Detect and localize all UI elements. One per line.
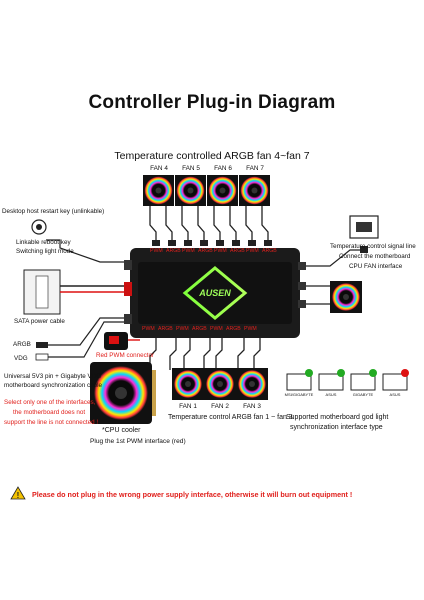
brand-label: MSI/GIGABYTE <box>284 392 314 397</box>
argb-label: ARGB <box>13 341 31 348</box>
port-label: ARGB <box>198 248 213 254</box>
controller-hub: AUSEN <box>124 248 306 338</box>
svg-text:!: ! <box>17 491 20 500</box>
diagram-title: Controller Plug-in Diagram <box>88 92 336 113</box>
port-label: ARGB <box>166 248 181 254</box>
vdg-label: VDG <box>14 355 28 362</box>
brand-label: GIGABYTE <box>352 392 374 397</box>
port-label: PWM <box>150 248 163 254</box>
restart-key-label: Desktop host restart key (unlinkable) <box>2 208 105 215</box>
temp-line-label: Temperature control signal line <box>330 243 416 250</box>
argb-vdg-plugs <box>35 317 128 361</box>
port-label: ARGB <box>192 326 207 332</box>
port-label: PWM <box>214 248 227 254</box>
port-label: PWM <box>210 326 223 332</box>
light-mode-label: Switching light mode <box>16 248 74 255</box>
cpu-cooler-icon <box>90 362 156 424</box>
top-fans-heading: Temperature controlled ARGB fan 4~fan 7 <box>114 150 310 162</box>
interface-warning-2: the motherboard does not <box>13 409 86 416</box>
pwm-connector-label: Red PWM connector <box>96 352 155 359</box>
port-label: PWM <box>176 326 189 332</box>
sata-connector-icon <box>23 269 128 315</box>
top-fan-plugs <box>152 240 272 246</box>
restart-key-icon <box>31 219 47 235</box>
fan-label: FAN 6 <box>214 165 232 172</box>
port-label: PWM <box>182 248 195 254</box>
sync-cable-label-1: Universal 5V3 pin + Gigabyte VDG <box>4 373 102 380</box>
temp-sensor-icon <box>349 215 379 239</box>
interface-warning-1: Select only one of the interfaces, <box>4 399 96 406</box>
port-label: ARGB <box>158 326 173 332</box>
reboot-key-label: Linkable reboot key <box>16 239 71 246</box>
red-pwm-connector-icon <box>104 332 140 350</box>
top-fan-cables <box>149 206 269 245</box>
bottom-fan-cables <box>149 338 261 370</box>
fan-label: FAN 3 <box>243 403 261 410</box>
fan-label: FAN 5 <box>182 165 200 172</box>
interface-warning-3: support the line is not connected ! <box>4 419 99 426</box>
cpu-cooler-label: *CPU cooler <box>102 427 141 434</box>
first-pwm-label: Plug the 1st PWM interface (red) <box>90 438 186 445</box>
cpu-fan-icon <box>330 281 362 313</box>
port-label: ARGB <box>230 248 245 254</box>
fan-label: FAN 2 <box>211 403 229 410</box>
fan-label: FAN 7 <box>246 165 264 172</box>
fan-5-icon <box>175 175 206 206</box>
port-label: PWM <box>142 326 155 332</box>
supported-label-2: synchronization interface type <box>290 424 383 431</box>
fan-3-icon <box>236 368 268 400</box>
fan-label: FAN 1 <box>179 403 197 410</box>
port-label: PWM <box>244 326 257 332</box>
port-label: PWM <box>246 248 259 254</box>
cpu-fan-label: CPU FAN interface <box>349 263 403 270</box>
fan-4-icon <box>143 175 174 206</box>
warning-icon: ! <box>10 486 26 500</box>
brand-label: ASUS <box>389 392 401 397</box>
controller-brand-text: AUSEN <box>198 288 231 298</box>
fan-label: FAN 4 <box>150 165 168 172</box>
restart-key-cable <box>46 239 128 263</box>
sync-cable-label-2: motherboard synchronization cable <box>4 382 103 389</box>
fan-7-icon <box>239 175 270 206</box>
supported-label-1: Supported motherboard god light <box>286 414 389 421</box>
port-label: ARGB <box>226 326 241 332</box>
fan-2-icon <box>204 368 236 400</box>
sata-power-label: SATA power cable <box>14 318 65 325</box>
fan-6-icon <box>207 175 238 206</box>
bottom-warning: Please do not plug in the wrong power su… <box>32 490 353 499</box>
right-cables <box>306 249 362 305</box>
port-label: ARGB <box>262 248 277 254</box>
supported-connectors-icons <box>286 369 409 391</box>
fan-1-icon <box>172 368 204 400</box>
brand-label: ASUS <box>325 392 337 397</box>
connect-mb-label: Connect the motherboard <box>339 253 411 260</box>
bottom-fans-heading: Temperature control ARGB fan 1 ~ fan 3 <box>168 414 293 421</box>
